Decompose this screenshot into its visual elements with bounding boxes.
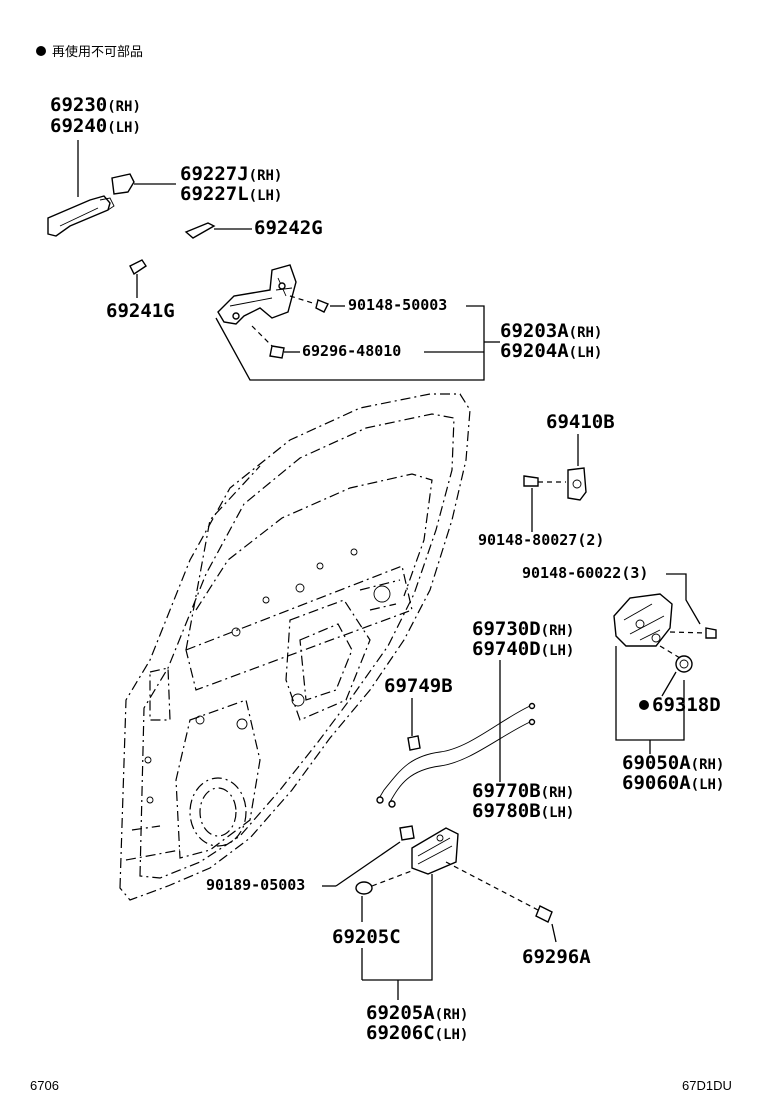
label-69241g: 69241G [106,300,175,322]
label-69230: 69230(RH) [50,94,141,116]
non-reusable-69318d-dot-icon [639,700,649,710]
footer-page-code: 6706 [30,1078,59,1093]
footer-figure-code: 67D1DU [682,1078,732,1093]
label-69203a: 69203A(RH) [500,320,603,342]
lock-assembly-drawing [613,573,717,754]
lock-cables-drawing [376,660,536,808]
label-69296a: 69296A [522,946,591,968]
label-69740d: 69740D(LH) [472,638,575,660]
label-90148-60022: 90148-60022(3) [522,564,649,582]
handle-cap-drawing [111,173,176,195]
label-69205c: 69205C [332,926,401,948]
label-69780b: 69780B(LH) [472,800,575,822]
label-69770b: 69770B(RH) [472,780,575,802]
door-panel-drawing [119,393,471,901]
label-69730d: 69730D(RH) [472,618,575,640]
label-69227l: 69227L(LH) [180,183,283,205]
screw-69296-48010-drawing [251,325,300,359]
label-90189-05003: 90189-05003 [206,876,306,894]
handle-frame-drawing [217,264,297,325]
label-69206c: 69206C(LH) [366,1022,469,1044]
label-69242g: 69242G [254,217,323,239]
pad-69242g-drawing [184,222,252,239]
screw-90148-50003-drawing [289,295,345,313]
label-69204a: 69204A(LH) [500,340,603,362]
label-69318d: 69318D [652,694,721,716]
label-69749b: 69749B [384,675,453,697]
frame-bracket [215,305,485,381]
label-69227j: 69227J(RH) [180,163,283,185]
label-69060a: 69060A(LH) [622,772,725,794]
label-69050a: 69050A(RH) [622,752,725,774]
inside-handle-drawing [322,825,557,1000]
striker-69410b-drawing [523,434,587,532]
label-69296-48010: 69296-48010 [302,342,402,360]
label-90148-80027: 90148-80027(2) [478,531,605,549]
non-reusable-dot-icon [36,45,46,56]
legend-text: 再使用不可部品 [52,45,144,60]
pad-69241g-drawing [129,259,147,298]
label-90148-50003: 90148-50003 [348,296,448,314]
outside-handle-drawing [47,140,115,237]
label-69205a: 69205A(RH) [366,1002,469,1024]
label-69240: 69240(LH) [50,115,141,137]
label-69410b: 69410B [546,411,615,433]
legend: 再使用不可部品 [36,41,143,60]
